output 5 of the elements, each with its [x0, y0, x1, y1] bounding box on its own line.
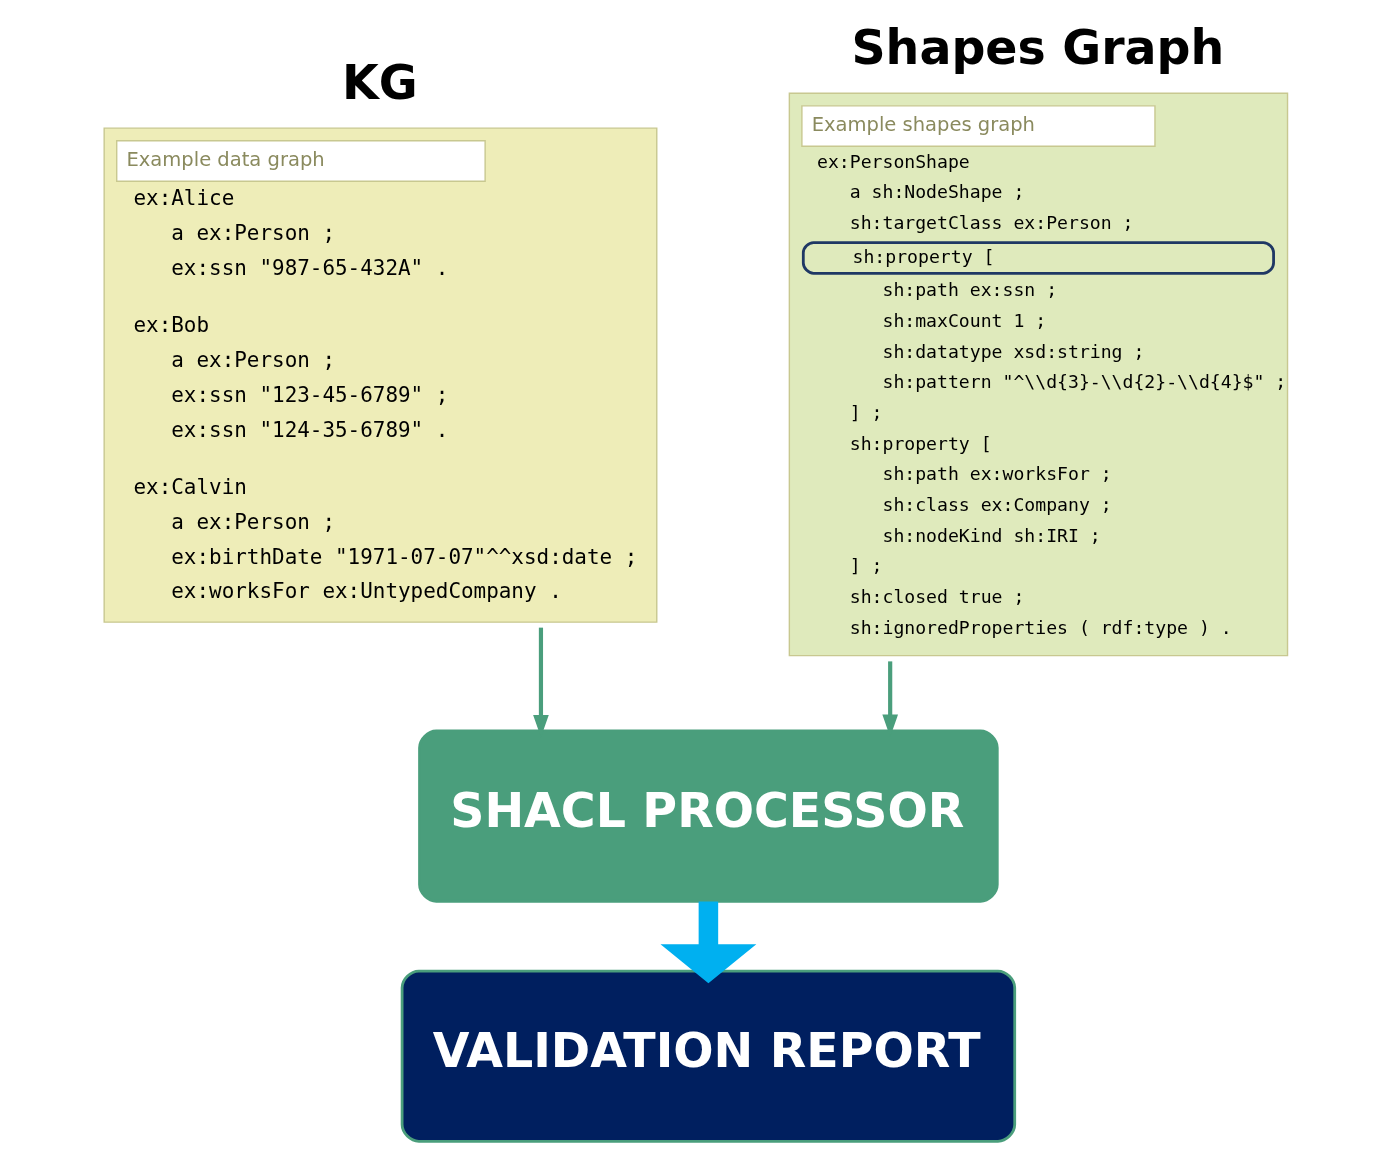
node-box: VALIDATION REPORT [400, 969, 1017, 1143]
node-label: KG [342, 55, 418, 111]
node-box: SHACL PROCESSOR [418, 729, 999, 903]
arrow [660, 901, 757, 984]
node-label: Shapes Graph [851, 20, 1225, 76]
